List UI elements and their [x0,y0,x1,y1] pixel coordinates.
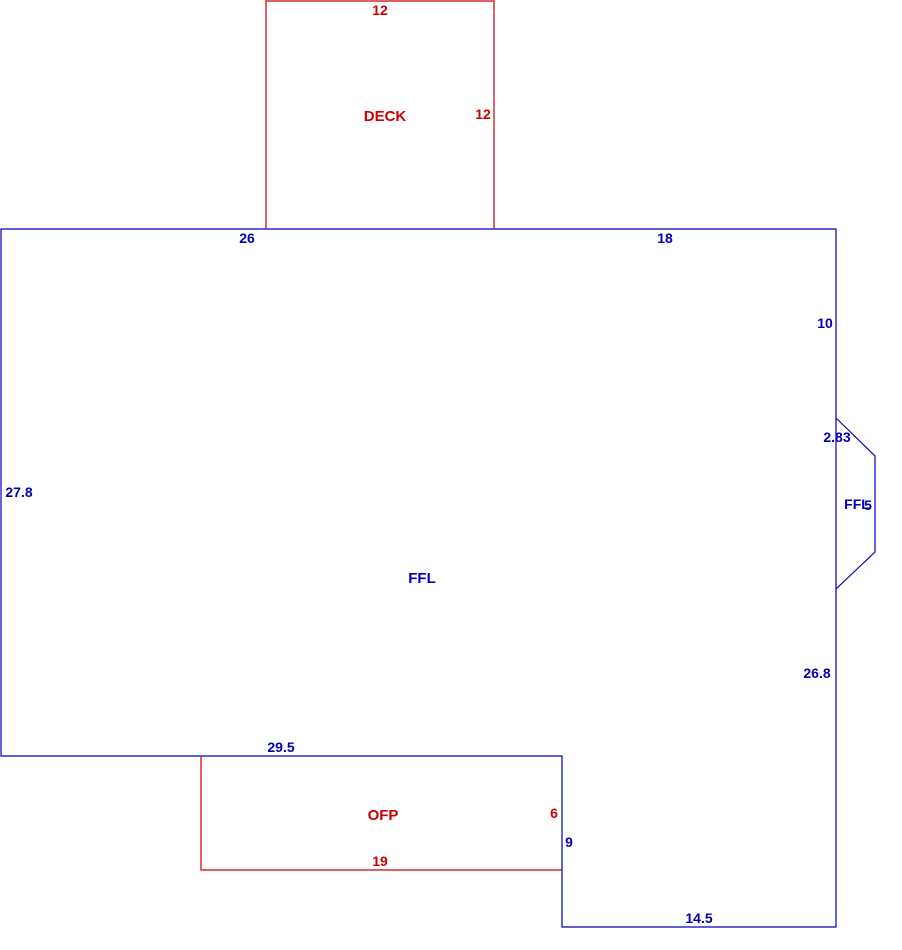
bay-dim-side: 2.83 [823,429,850,445]
deck-dim-right: 12 [475,106,491,122]
main-dim-top-right: 18 [657,230,673,246]
bay-area-name: FFL [844,496,870,512]
main-dim-right-upper: 10 [817,315,833,331]
porch-area-name: OFP [368,807,399,824]
main-dim-bottom-step: 9 [565,834,573,850]
porch-dim-right: 6 [550,805,558,821]
main-dim-right-lower: 26.8 [803,665,830,681]
main-area-name: FFL [408,570,436,587]
main-dim-top-left: 26 [239,230,255,246]
main-dim-bottom-right: 14.5 [685,910,712,926]
porch-dim-bottom: 19 [372,853,388,869]
deck-dim-top: 12 [372,2,388,18]
main-dim-left: 27.8 [5,484,32,500]
bay-dim-depth: 5 [864,497,872,513]
main-area-outline [0,228,837,928]
deck-outline [265,0,495,229]
main-dim-bottom-left: 29.5 [267,739,294,755]
bay-area-outline [835,417,876,590]
deck-area-name: DECK [364,108,407,125]
porch-outline [200,756,562,871]
